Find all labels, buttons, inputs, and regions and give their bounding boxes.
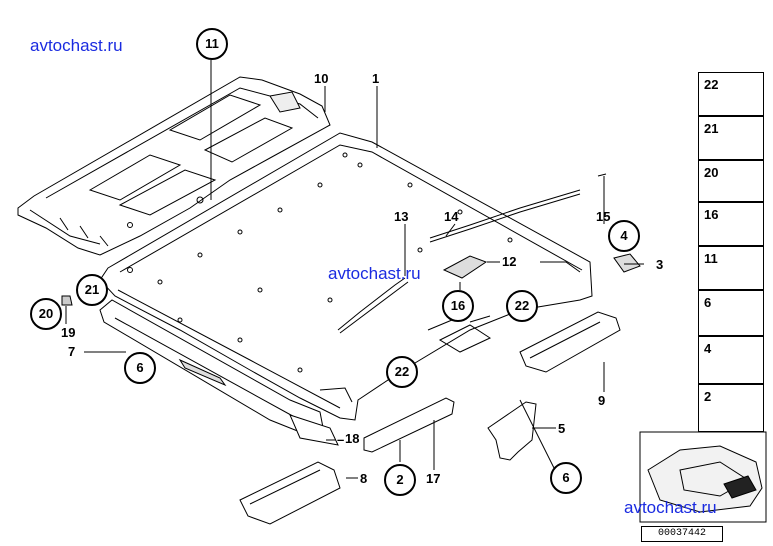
side-cell-16: 16	[698, 202, 764, 246]
cover-part-8	[239, 461, 341, 525]
label-13: 13	[394, 209, 409, 224]
circled-label-2: 2	[384, 464, 416, 496]
label-10: 10	[314, 71, 329, 86]
label-14: 14	[444, 209, 459, 224]
label-9: 9	[598, 393, 606, 408]
side-cell-11: 11	[698, 246, 764, 290]
watermark-bottom-right: avtochast.ru	[624, 498, 717, 517]
circled-label-22-right: 22	[506, 290, 538, 322]
label-1: 1	[372, 71, 380, 86]
side-number-4: 4	[704, 341, 712, 356]
circled-label-6-bottom: 6	[550, 462, 582, 494]
watermark-top-left: avtochast.ru	[30, 36, 123, 55]
side-cell-2: 2	[698, 384, 764, 432]
bracket-part-5	[487, 401, 537, 461]
label-18: 18	[345, 431, 360, 446]
side-number-11: 11	[704, 251, 718, 266]
clip-part-15	[597, 173, 607, 177]
side-number-2: 2	[704, 389, 712, 404]
circled-label-4: 4	[608, 220, 640, 252]
circled-label-22-left: 22	[386, 356, 418, 388]
watermark-center: avtochast.ru	[328, 264, 421, 283]
car-thumbnail	[639, 431, 767, 523]
floor-panel-part-1	[99, 132, 593, 421]
floor-liner-part-10	[17, 76, 331, 256]
side-cell-20: 20	[698, 160, 764, 202]
cover-part-9	[519, 311, 621, 373]
label-15: 15	[596, 209, 611, 224]
side-cell-6: 6	[698, 290, 764, 336]
label-7: 7	[68, 344, 76, 359]
label-18-dash: –	[337, 432, 345, 447]
side-number-6: 6	[704, 295, 712, 310]
label-3: 3	[656, 257, 664, 272]
clip-part-3	[613, 253, 641, 273]
label-19: 19	[61, 325, 76, 340]
side-cell-4: 4	[698, 336, 764, 384]
circled-label-20: 20	[30, 298, 62, 330]
label-17: 17	[426, 471, 441, 486]
side-rail-part-7	[99, 299, 339, 446]
nut-part-19	[61, 295, 73, 306]
side-number-21: 21	[704, 121, 719, 136]
side-number-16: 16	[704, 207, 719, 222]
circled-label-6-left: 6	[124, 352, 156, 384]
strip-part-13	[337, 277, 406, 331]
label-8: 8	[360, 471, 368, 486]
circled-label-16: 16	[442, 290, 474, 322]
side-number-22: 22	[704, 77, 719, 92]
pocket-part-12	[442, 255, 488, 279]
side-cell-21: 21	[698, 116, 764, 160]
label-5: 5	[558, 421, 566, 436]
strip-part-14	[429, 189, 581, 239]
bar-part-17	[363, 397, 455, 453]
side-cell-22: 22	[698, 72, 764, 116]
circled-label-21: 21	[76, 274, 108, 306]
label-12: 12	[502, 254, 517, 269]
diagram-reference-number: 00037442	[641, 526, 723, 542]
circled-label-11: 11	[196, 28, 228, 60]
side-number-20: 20	[704, 165, 719, 180]
